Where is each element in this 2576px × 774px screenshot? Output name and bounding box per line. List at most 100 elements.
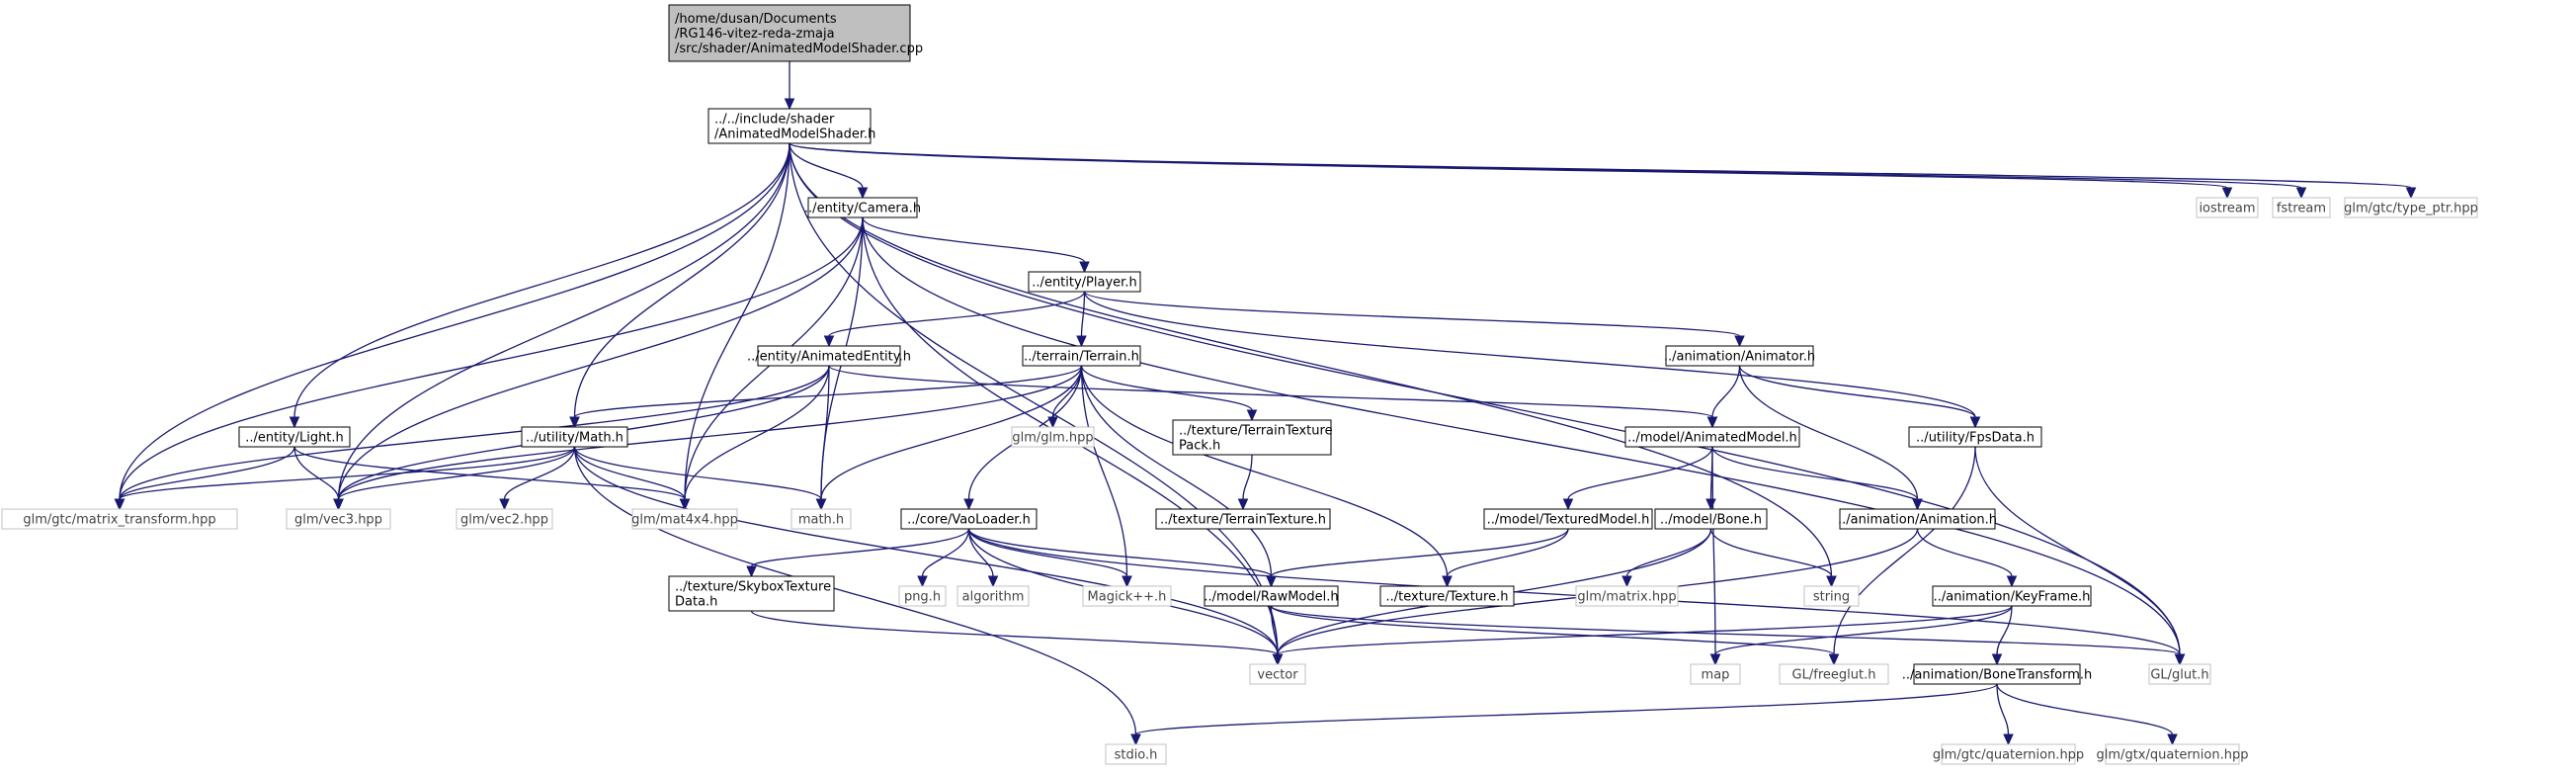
edge-line [1134, 683, 1998, 735]
arrowhead [917, 575, 928, 588]
edge-ams-to-math [569, 142, 790, 429]
edge-keyframe-to-map [1709, 605, 2013, 666]
node-box [956, 585, 1030, 607]
edge-line [1996, 683, 2174, 735]
edge-player-to-fps [1083, 291, 1981, 429]
edge-bonetrans-to-stdio [1130, 683, 1998, 746]
edge-line [967, 528, 2181, 655]
node-entity-light-h[interactable]: ../entity/Light.h [238, 426, 351, 448]
node-label: glm/gtc/type_ptr.hpp [2344, 202, 2478, 216]
node-model-animatedmodel-h[interactable]: ../model/AnimatedModel.h [1624, 426, 1800, 448]
node-label: ../terrain/Terrain.h [1024, 350, 1139, 365]
node-label: ../entity/AnimatedEntity.h [747, 350, 911, 365]
edge-math-to-vec3 [333, 446, 576, 511]
node-entity-animatedentity-h[interactable]: ../entity/AnimatedEntity.h [747, 345, 911, 367]
node-core-vaoloader-h[interactable]: ../core/VaoLoader.h [900, 508, 1038, 530]
node-math-h: math.h [790, 508, 852, 530]
node-utility-math-h[interactable]: ../utility/Math.h [521, 426, 628, 448]
node-entity-camera-h[interactable]: ../entity/Camera.h [804, 197, 921, 218]
node-label: ../texture/SkyboxTexture [675, 580, 831, 595]
node-texture-terraintexture-h[interactable]: ../texture/TerrainTexture.h [1155, 508, 1331, 530]
node-label: math.h [798, 513, 844, 528]
node-gl-freeglut-h: GL/freeglut.h [1779, 663, 1889, 685]
node-label: ../model/TexturedModel.h [1487, 513, 1650, 528]
node-label: /RG146-vitez-reda-zmaja [675, 27, 835, 42]
arrowhead [1076, 335, 1087, 348]
edge-line [1080, 365, 1449, 577]
edge-line [293, 142, 790, 418]
arrowhead [1621, 575, 1632, 588]
node-glm-gtc-matrix-transform-hpp: glm/gtc/matrix_transform.hpp [1, 508, 238, 530]
node-terrain-terrain-h[interactable]: ../terrain/Terrain.h [1022, 345, 1141, 367]
node-utility-fpsdata-h[interactable]: ../utility/FpsData.h [1908, 426, 2042, 448]
edge-line [1083, 291, 1976, 418]
edge-line [1567, 446, 1713, 500]
node-home-dusan-documents-rg146-vitez-reda-zmaja-src-shader-animatedmodelshader-cpp[interactable]: /home/dusan/Documents/RG146-vitez-reda-z… [668, 4, 923, 62]
edge-fps-to-glut [1974, 446, 2186, 666]
arrowhead [114, 498, 125, 511]
edge-line [1083, 291, 1741, 337]
node-box [1249, 663, 1306, 685]
node-map: map [1690, 663, 1741, 685]
edge-line [573, 446, 1137, 735]
edge-line [119, 216, 864, 500]
edge-line [967, 528, 1273, 577]
node-animation-bonetransform-h[interactable]: ../animation/BoneTransform.h [1902, 663, 2093, 685]
edge-ttpack-to-tterrtex [1237, 454, 1253, 511]
node-box [900, 508, 1038, 530]
node-label: ../entity/Camera.h [804, 202, 921, 216]
edge-player-to-animator [1083, 291, 1745, 348]
edge-line [1916, 528, 2013, 577]
node-box [631, 508, 738, 530]
edge-line [1242, 454, 1253, 500]
node-box [1155, 508, 1331, 530]
node-box [1665, 345, 1814, 367]
node-label: string [1813, 590, 1850, 605]
node-texture-texture-h[interactable]: ../texture/Texture.h [1379, 585, 1515, 607]
edge-line [862, 216, 1086, 263]
node-label: png.h [904, 590, 941, 605]
arrowhead [1272, 653, 1284, 666]
node-entity-player-h[interactable]: ../entity/Player.h [1028, 271, 1141, 293]
edge-line [119, 142, 790, 500]
edge-keyframe-to-vector [1272, 605, 2013, 666]
edge-texmodel-to-rawmodel [1266, 528, 1569, 588]
node-box [1011, 426, 1095, 448]
arrowhead [1266, 575, 1277, 588]
node-animation-animator-h[interactable]: ../animation/Animator.h [1664, 345, 1815, 367]
arrowhead [1562, 498, 1574, 511]
nodes-layer: /home/dusan/Documents/RG146-vitez-reda-z… [1, 4, 2478, 765]
node-model-texturedmodel-h[interactable]: ../model/TexturedModel.h [1483, 508, 1653, 530]
arrowhead [987, 575, 999, 588]
edge-line [573, 142, 790, 418]
node-model-rawmodel-h[interactable]: ../model/RawModel.h [1204, 585, 1339, 607]
edge-line [119, 446, 576, 500]
node-animation-animation-h[interactable]: ../animation/Animation.h [1838, 508, 1997, 530]
edge-light-to-mattrans [114, 446, 295, 511]
edge-bone-to-string [1709, 528, 1837, 588]
edge-line [789, 142, 2181, 655]
node-box [456, 508, 553, 530]
node-label: glm/vec2.hpp [460, 513, 548, 528]
edge-line [293, 446, 686, 500]
edge-line [293, 446, 340, 500]
edge-player-to-terrain [1076, 291, 1087, 348]
node-glm-gtx-quaternion-hpp: glm/gtx/quaternion.hpp [2097, 743, 2248, 765]
node-animation-keyframe-h[interactable]: ../animation/KeyFrame.h [1932, 585, 2092, 607]
edge-line [862, 216, 2181, 655]
node-label: ../model/AnimatedModel.h [1627, 431, 1797, 446]
edge-line [1711, 446, 1919, 500]
edge-rawmodel-to-freeglut [1270, 605, 1840, 666]
node-label: Data.h [675, 595, 717, 610]
edge-line [1270, 605, 2181, 655]
node-label: /AnimatedModelShader.h [714, 128, 875, 142]
node-model-bone-h[interactable]: ../model/Bone.h [1654, 508, 1768, 530]
edge-line [789, 142, 864, 189]
edge-line [828, 365, 1713, 418]
node-include-shader-animatedmodelshader-h[interactable]: ../../include/shader/AnimatedModelShader… [707, 108, 875, 144]
edge-line [789, 142, 1279, 655]
node-label: ../core/VaoLoader.h [907, 513, 1031, 528]
node-label: iostream [2199, 202, 2255, 216]
